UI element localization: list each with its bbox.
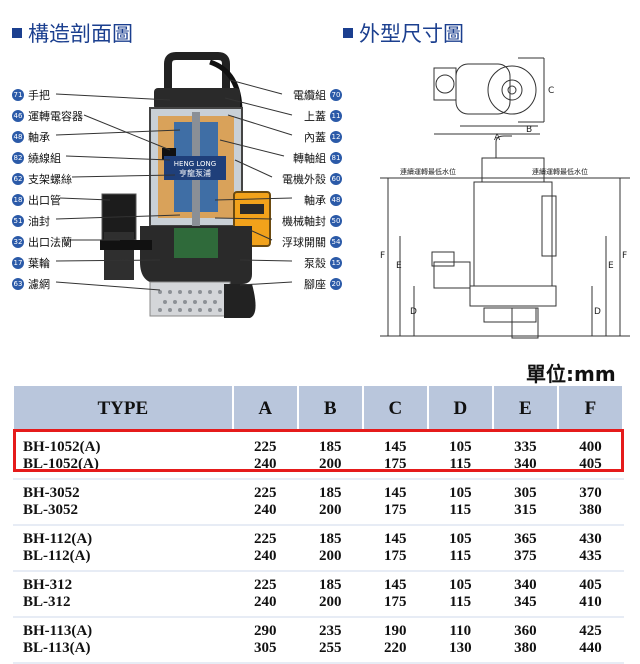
dim-e-label-right: E — [608, 261, 614, 271]
cross-section-heading: 構造剖面圖 — [12, 18, 133, 48]
col-header-c: C — [361, 384, 429, 434]
col-header-f: F — [556, 384, 625, 434]
dimension-drawing: B A C 連續運轉最低水位 連續運轉最低水位 F E D F E D — [380, 57, 630, 339]
water-level-note-left: 連續運轉最低水位 — [400, 167, 456, 176]
row-highlight-box — [13, 429, 624, 472]
cell-type: BH-113(A)BL-113(A) — [13, 617, 234, 664]
dim-f-label-left: F — [380, 251, 385, 261]
table-header-row: TYPE A B C D E F — [12, 384, 625, 434]
dim-e-label-left: E — [396, 261, 402, 271]
cell-type: BH-112(A)BL-112(A) — [13, 525, 234, 572]
dim-f-label-right: F — [622, 251, 627, 261]
unit-label: 單位:mm — [526, 362, 616, 386]
dim-b-label: B — [526, 125, 532, 135]
pump-brand-zh: 亨龍泵浦 — [179, 168, 211, 178]
col-header-b: B — [296, 384, 364, 434]
dim-c-label: C — [548, 86, 554, 96]
pump-brand-en: HENG LONG — [174, 160, 216, 168]
leader-lines — [55, 79, 293, 291]
square-bullet-icon — [343, 28, 353, 38]
dim-d-label-left: D — [410, 307, 417, 317]
dimensions-heading: 外型尺寸圖 — [343, 18, 464, 48]
dim-a-label: A — [494, 133, 501, 143]
square-bullet-icon — [12, 28, 22, 38]
water-level-note-right: 連續運轉最低水位 — [532, 167, 588, 176]
col-header-a: A — [231, 384, 299, 434]
col-header-d: D — [426, 384, 494, 434]
cross-section-title: 構造剖面圖 — [28, 22, 133, 46]
spec-table: TYPE A B C D E F BH-1052(A)BL-1052(A) 22… — [12, 384, 625, 664]
col-header-type: TYPE — [12, 384, 234, 434]
cell-type: BH-1052(A)BL-1052(A) — [13, 433, 234, 480]
dimensions-title: 外型尺寸圖 — [359, 22, 464, 46]
dim-d-label-right: D — [594, 307, 601, 317]
col-header-e: E — [491, 384, 559, 434]
